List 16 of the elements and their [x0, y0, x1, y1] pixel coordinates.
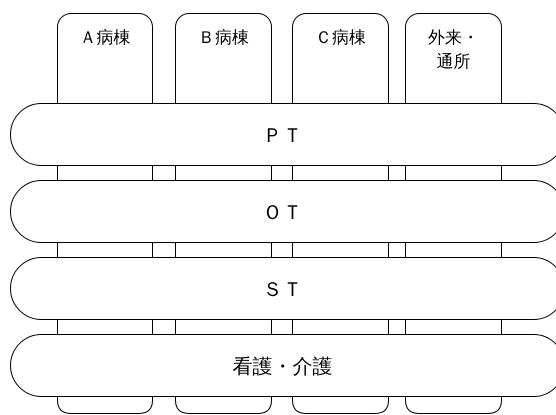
- ward-column: [405, 13, 502, 103]
- staff-band: [10, 334, 556, 397]
- band-label: ＯＴ: [262, 198, 302, 226]
- ward-column: [175, 13, 272, 103]
- band-label: ＰＴ: [262, 122, 302, 148]
- staff-band: [10, 257, 556, 320]
- column-label: Ｃ病棟: [314, 27, 367, 50]
- column-label: Ａ病棟: [78, 27, 132, 50]
- staff-band: [10, 180, 556, 243]
- ward-column: [292, 13, 389, 103]
- band-label: 看護・介護: [232, 352, 332, 380]
- column-label: Ｂ病棟: [197, 27, 250, 50]
- ward-column: [57, 13, 153, 103]
- staff-band: [10, 103, 556, 166]
- band-label: ＳＴ: [262, 276, 302, 302]
- column-label: 外来・通所: [427, 27, 480, 74]
